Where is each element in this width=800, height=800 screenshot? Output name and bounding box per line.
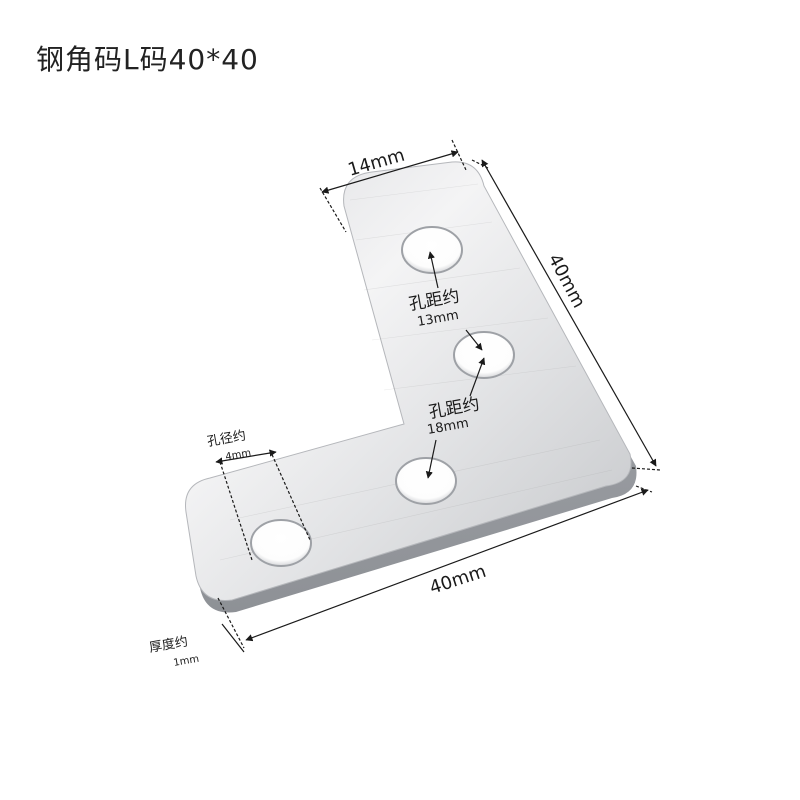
dimension-line-40mm-right: [481, 159, 657, 467]
spacing-arrow-2b: [425, 439, 437, 479]
label-thickness-value: 1mm: [173, 654, 200, 669]
spacing-arrow-1a: [427, 251, 439, 289]
hole-2: [453, 331, 515, 379]
spacing-arrow-1b: [465, 329, 483, 351]
hole-3: [395, 457, 457, 505]
label-hole-spacing-1-value: 13mm: [416, 308, 460, 330]
hole-1: [401, 226, 463, 274]
spacing-arrow-2a: [469, 357, 486, 397]
label-40mm-bottom: 40mm: [427, 561, 489, 599]
label-hole-diameter-title: 孔径约: [206, 428, 247, 450]
product-title: 钢角码L码40*40: [36, 43, 259, 76]
dimension-line-14mm: [321, 150, 459, 194]
label-hole-diameter-value: 4mm: [225, 448, 252, 463]
dimension-line-40mm-bottom: [245, 488, 649, 642]
label-hole-spacing-2-value: 18mm: [426, 416, 470, 438]
hole-4: [250, 519, 312, 567]
label-thickness-title: 厚度约: [148, 633, 189, 656]
dimension-line-thickness: [221, 623, 245, 653]
dimension-line-hole-diameter: [215, 449, 277, 465]
